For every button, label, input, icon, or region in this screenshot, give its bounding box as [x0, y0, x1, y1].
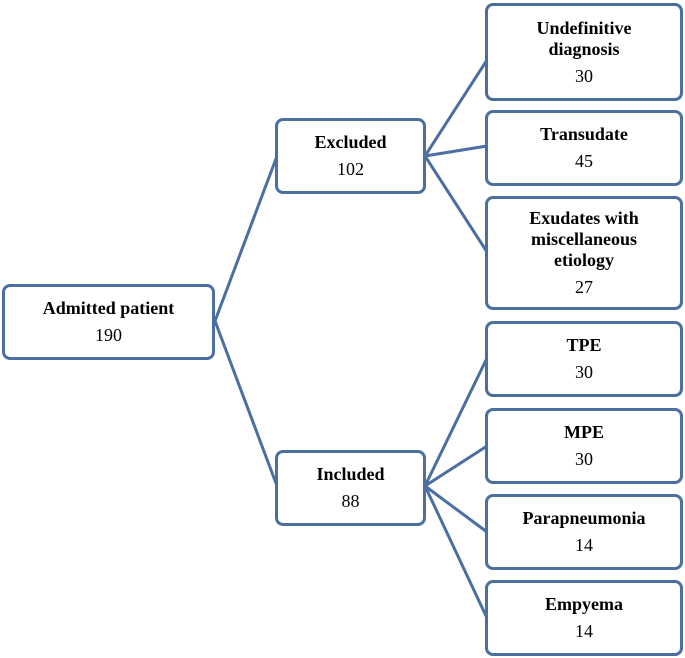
connector-included-empyema [423, 485, 489, 619]
connector-included-parapneumonia [424, 484, 488, 534]
node-count: 88 [341, 491, 360, 511]
node-count: 190 [95, 325, 122, 345]
node-label: TPE [566, 335, 602, 355]
connector-root-excluded [213, 155, 279, 322]
node-count: 45 [575, 151, 593, 171]
connector-root-included [213, 320, 279, 487]
node-label: Parapneumonia [522, 508, 646, 528]
node-label: Exudates with miscellaneous etiology [529, 208, 639, 270]
connector-excluded-undefinitive [423, 59, 489, 157]
node-count: 30 [575, 65, 593, 86]
connector-excluded-transudate [424, 144, 488, 158]
node-label: Transudate [540, 124, 628, 144]
node-count: 102 [337, 159, 364, 179]
connector-included-tpe [423, 357, 489, 487]
node-tpe: TPE 30 [485, 321, 683, 397]
node-admitted-patient: Admitted patient 190 [2, 284, 215, 360]
node-label: Admitted patient [42, 298, 175, 318]
node-count: 14 [575, 621, 593, 641]
node-label: Empyema [545, 594, 623, 614]
node-label: Excluded [314, 132, 387, 152]
node-excluded: Excluded 102 [275, 118, 426, 194]
node-included: Included 88 [275, 450, 426, 526]
connector-included-mpe [424, 444, 488, 488]
node-undefinitive-diagnosis: Undefinitive diagnosis 30 [485, 3, 683, 101]
node-count: 27 [575, 277, 593, 297]
node-label: Included [316, 464, 385, 484]
node-exudates-misc-etiology: Exudates with miscellaneous etiology 27 [485, 196, 683, 310]
node-mpe: MPE 30 [485, 408, 683, 484]
node-count: 14 [575, 535, 593, 555]
node-label: MPE [564, 422, 604, 442]
node-empyema: Empyema 14 [485, 580, 683, 656]
node-label: Undefinitive diagnosis [536, 17, 632, 59]
node-transudate: Transudate 45 [485, 110, 683, 186]
node-parapneumonia: Parapneumonia 14 [485, 494, 683, 570]
connector-excluded-exudates [423, 155, 489, 253]
node-count: 30 [575, 362, 593, 382]
node-count: 30 [575, 449, 593, 469]
